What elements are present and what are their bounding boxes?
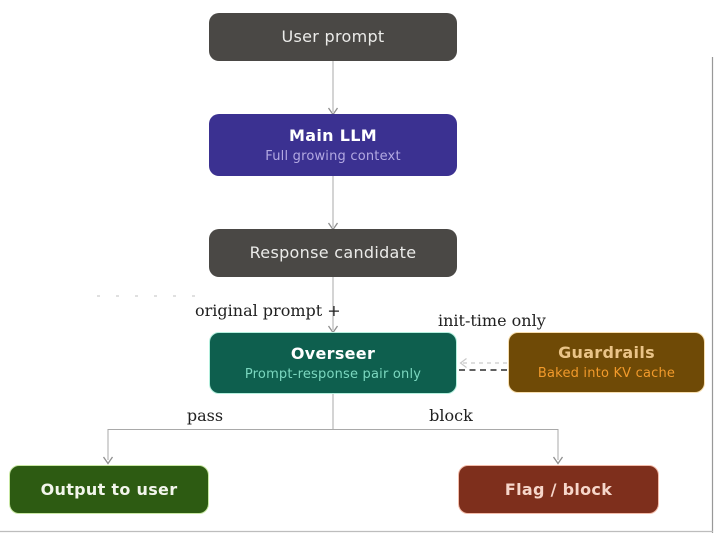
node-overseer: Overseer Prompt-response pair only xyxy=(209,332,457,394)
edge-label-init-time-only: init-time only xyxy=(438,311,546,330)
arrowhead-down-icon xyxy=(102,456,114,465)
node-user-prompt-label: User prompt xyxy=(281,27,385,46)
node-guardrails: Guardrails Baked into KV cache xyxy=(508,332,705,393)
arrowhead-left-icon xyxy=(459,358,467,368)
node-main-llm-sublabel: Full growing context xyxy=(265,148,401,164)
edge-guardrails-to-overseer-dashed xyxy=(459,358,507,371)
node-flag-block-label: Flag / block xyxy=(504,479,613,499)
node-guardrails-sublabel: Baked into KV cache xyxy=(537,366,676,382)
edge-label-block: block xyxy=(429,406,473,425)
node-overseer-label: Overseer xyxy=(290,343,376,363)
frame-borders xyxy=(0,57,714,533)
arrowhead-down-icon xyxy=(552,456,564,465)
node-flag-block: Flag / block xyxy=(458,465,659,514)
edge-userprompt-to-mainllm xyxy=(327,61,339,116)
node-response-candidate: Response candidate xyxy=(209,229,457,277)
node-output-to-user-label: Output to user xyxy=(40,479,178,499)
edge-label-pass: pass xyxy=(186,406,224,425)
edge-label-original-prompt: original prompt + xyxy=(195,301,341,320)
node-main-llm: Main LLM Full growing context xyxy=(209,114,457,176)
edge-overseer-branch xyxy=(102,394,564,465)
node-user-prompt: User prompt xyxy=(209,13,457,61)
node-main-llm-label: Main LLM xyxy=(289,125,377,145)
node-overseer-sublabel: Prompt-response pair only xyxy=(244,366,422,382)
edge-mainllm-to-response xyxy=(327,176,339,231)
node-guardrails-label: Guardrails xyxy=(558,343,655,363)
node-response-candidate-label: Response candidate xyxy=(249,243,417,262)
node-output-to-user: Output to user xyxy=(9,465,209,514)
